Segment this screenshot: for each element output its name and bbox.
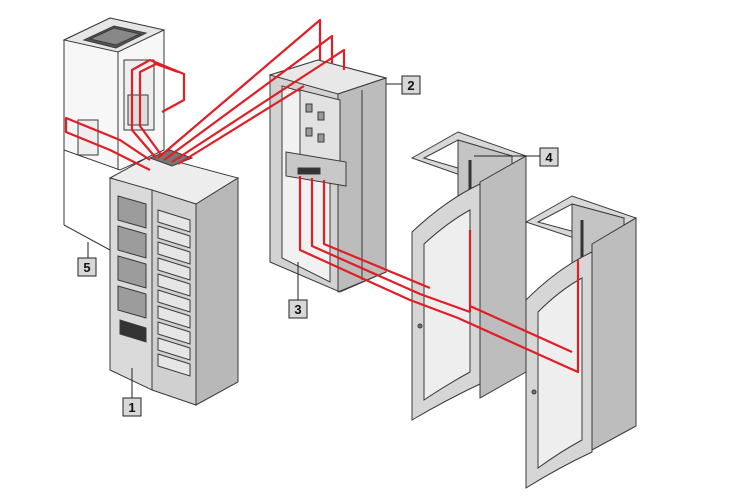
callout-3: 3 <box>288 299 308 319</box>
callout-1: 1 <box>122 397 142 417</box>
callout-5: 5 <box>77 257 97 277</box>
svg-text:4: 4 <box>545 150 553 165</box>
ups-cabinet-icon <box>108 149 240 406</box>
callout-4: 4 <box>539 147 559 167</box>
svg-text:2: 2 <box>407 78 414 93</box>
svg-text:5: 5 <box>83 260 90 275</box>
distribution-rack-icon <box>268 59 388 293</box>
callout-leaders <box>87 83 540 398</box>
power-cables <box>64 18 580 374</box>
svg-text:3: 3 <box>294 302 301 317</box>
svg-text:1: 1 <box>128 400 135 415</box>
server-rack-icon <box>410 131 528 421</box>
callout-2: 2 <box>401 75 421 95</box>
server-rack-icon-2 <box>524 195 638 489</box>
